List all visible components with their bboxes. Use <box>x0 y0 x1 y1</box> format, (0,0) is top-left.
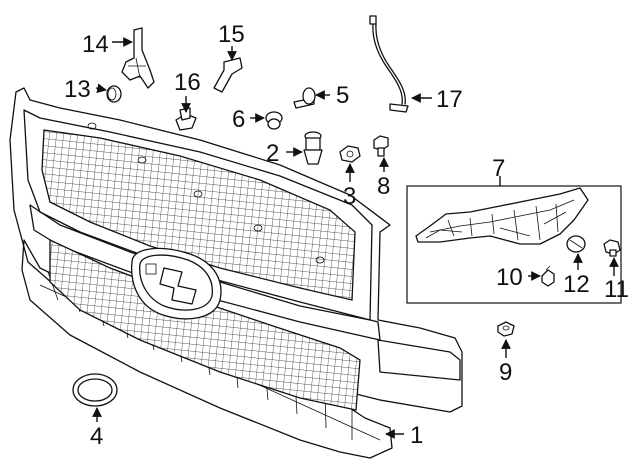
part-13-clip <box>106 85 122 103</box>
callout-10: 10 <box>496 264 523 291</box>
callout-8: 8 <box>377 173 390 200</box>
callout-labels: 1 2 3 4 5 6 7 8 9 10 11 12 13 14 15 16 1… <box>64 21 629 450</box>
part-7-bracket <box>415 187 589 245</box>
callout-16: 16 <box>174 69 201 96</box>
part-2-push-pin <box>303 131 323 165</box>
callout-5: 5 <box>336 82 349 109</box>
callout-9: 9 <box>499 359 512 386</box>
emblem-mount <box>130 247 222 320</box>
part-4-emblem-ring <box>72 373 118 407</box>
callout-11: 11 <box>604 276 629 303</box>
inset-box <box>406 185 622 304</box>
leader-lines <box>92 37 619 439</box>
callout-13: 13 <box>64 76 91 103</box>
part-9-bolt <box>497 321 515 337</box>
part-10-screw <box>541 265 555 287</box>
part-8-bolt <box>373 135 389 157</box>
callout-3: 3 <box>343 183 356 210</box>
top-rail-holes <box>87 122 325 264</box>
part-11-bolt <box>603 239 621 257</box>
part-14-bracket <box>121 27 155 89</box>
upper-grille-mesh <box>41 129 356 301</box>
callout-1: 1 <box>410 422 423 449</box>
callout-4: 4 <box>90 423 103 450</box>
grille-assembly <box>9 87 463 459</box>
part-12-clip <box>566 235 586 253</box>
part-3-nut <box>339 145 361 163</box>
part-17-harness <box>369 15 409 113</box>
callout-12: 12 <box>563 271 590 298</box>
part-15-bracket <box>213 57 243 93</box>
callout-15: 15 <box>218 21 245 48</box>
callout-7: 7 <box>492 155 505 182</box>
part-6-grommet <box>265 111 283 130</box>
part-5-screw <box>293 87 316 109</box>
callout-2: 2 <box>266 140 279 167</box>
callout-17: 17 <box>436 86 463 113</box>
callout-14: 14 <box>82 31 109 58</box>
callout-6: 6 <box>232 106 245 133</box>
grille-right-bar <box>377 339 461 381</box>
